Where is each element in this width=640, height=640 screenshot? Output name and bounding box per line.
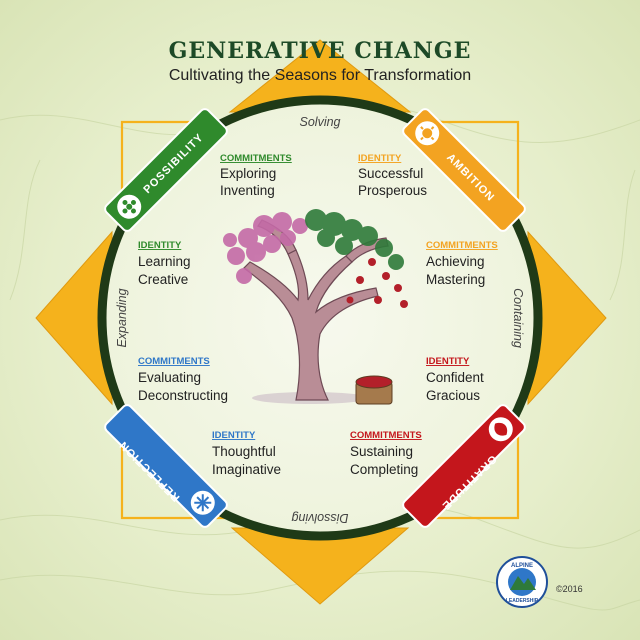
tree-apples bbox=[346, 258, 408, 308]
block-line: Completing bbox=[350, 462, 418, 477]
tree-canopy-blossom bbox=[223, 212, 308, 284]
block-line: Sustaining bbox=[350, 444, 413, 459]
season-dissolving: Dissolving bbox=[291, 511, 348, 525]
block-line: Imaginative bbox=[212, 462, 281, 477]
possibility-tab: POSSIBILITY bbox=[104, 108, 228, 232]
alpine-leadership-logo: ALPINE LEADERSHIP bbox=[496, 556, 548, 608]
block-heading: COMMITMENTS bbox=[138, 356, 210, 367]
season-solving: Solving bbox=[300, 115, 341, 129]
block-heading: IDENTITY bbox=[138, 240, 182, 251]
block-line: Confident bbox=[426, 370, 484, 385]
block-line: Gracious bbox=[426, 388, 480, 403]
block-heading: COMMITMENTS bbox=[426, 240, 498, 251]
reflection-identity-block: IDENTITY Thoughtful Imaginative bbox=[212, 430, 281, 477]
tree-illustration bbox=[223, 209, 408, 405]
mountain-icon bbox=[510, 576, 536, 590]
block-line: Mastering bbox=[426, 272, 485, 287]
block-line: Inventing bbox=[220, 183, 275, 198]
sun-icon bbox=[420, 126, 435, 141]
tree-canopy-leaves bbox=[305, 209, 404, 270]
page-title: Generative Change bbox=[169, 38, 472, 64]
block-line: Thoughtful bbox=[212, 444, 276, 459]
gratitude-commitments-block: COMMITMENTS Sustaining Completing bbox=[350, 430, 422, 477]
ambition-commitments-block: COMMITMENTS Achieving Mastering bbox=[426, 240, 498, 287]
leaf-icon bbox=[494, 422, 508, 436]
block-line: Creative bbox=[138, 272, 188, 287]
block-line: Prosperous bbox=[358, 183, 427, 198]
block-heading: IDENTITY bbox=[358, 153, 402, 164]
block-line: Evaluating bbox=[138, 370, 201, 385]
possibility-identity-block: IDENTITY Learning Creative bbox=[138, 240, 191, 287]
block-heading: IDENTITY bbox=[426, 356, 470, 367]
block-line: Learning bbox=[138, 254, 191, 269]
apple-basket bbox=[355, 375, 393, 405]
gratitude-identity-block: IDENTITY Confident Gracious bbox=[426, 356, 484, 403]
block-line: Achieving bbox=[426, 254, 485, 269]
flower-icon bbox=[122, 200, 136, 214]
block-line: Successful bbox=[358, 166, 423, 181]
snowflake-icon bbox=[194, 494, 212, 512]
block-heading: IDENTITY bbox=[212, 430, 256, 441]
possibility-commitments-block: COMMITMENTS Exploring Inventing bbox=[220, 153, 292, 198]
block-heading: COMMITMENTS bbox=[220, 153, 292, 164]
block-line: Exploring bbox=[220, 166, 276, 181]
reflection-commitments-block: COMMITMENTS Evaluating Deconstructing bbox=[138, 356, 228, 403]
compass-star bbox=[35, 39, 607, 605]
logo-bottom-text: LEADERSHIP bbox=[506, 598, 539, 604]
season-expanding: Expanding bbox=[115, 288, 129, 347]
block-heading: COMMITMENTS bbox=[350, 430, 422, 441]
logo-top-text: ALPINE bbox=[511, 563, 533, 569]
block-line: Deconstructing bbox=[138, 388, 228, 403]
ambition-identity-block: IDENTITY Successful Prosperous bbox=[358, 153, 427, 198]
page-subtitle: Cultivating the Seasons for Transformati… bbox=[169, 67, 471, 84]
season-containing: Containing bbox=[511, 288, 525, 348]
copyright: ©2016 bbox=[556, 584, 583, 594]
